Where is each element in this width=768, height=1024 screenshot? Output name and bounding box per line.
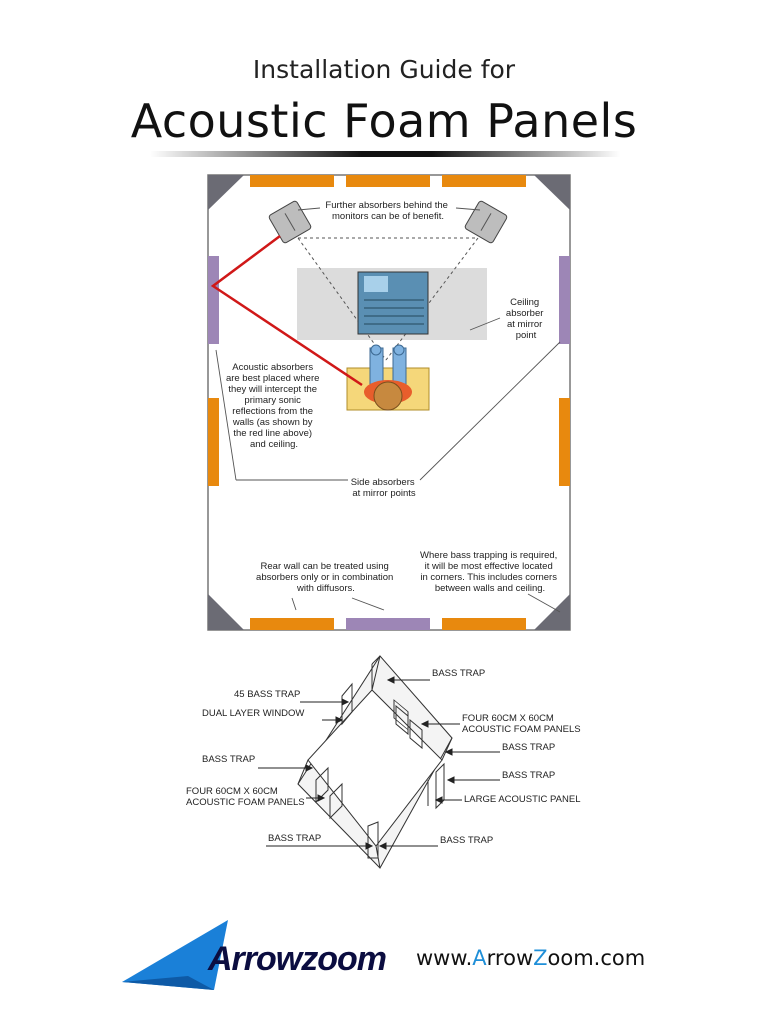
svg-text:BASS TRAP: BASS TRAP bbox=[268, 833, 321, 844]
corner-bass-trap-tr bbox=[534, 175, 570, 210]
note-bass-trapping: Where bass trapping is required, it will… bbox=[420, 550, 560, 594]
rear-panel-right bbox=[442, 618, 526, 630]
rear-diffusor-center bbox=[346, 618, 430, 630]
listening-triangle bbox=[297, 237, 479, 361]
isometric-room-diagram bbox=[297, 655, 453, 869]
svg-text:BASS TRAP: BASS TRAP bbox=[502, 742, 555, 753]
arrowzoom-logo-icon bbox=[122, 920, 228, 990]
front-panel-center bbox=[346, 175, 430, 187]
mixing-console-icon bbox=[357, 271, 429, 335]
svg-text:BASS TRAP: BASS TRAP bbox=[202, 754, 255, 765]
website-url[interactable]: www.ArrowZoom.com bbox=[416, 946, 646, 970]
corner-bass-trap-tl bbox=[208, 175, 244, 210]
svg-text:ACOUSTIC FOAM PANELS: ACOUSTIC FOAM PANELS bbox=[186, 797, 305, 808]
rear-panel-left bbox=[250, 618, 334, 630]
iso-arrows bbox=[258, 676, 500, 850]
svg-text:FOUR 60CM X 60CM: FOUR 60CM X 60CM bbox=[462, 713, 554, 724]
listener-icon bbox=[346, 344, 430, 411]
svg-text:BASS TRAP: BASS TRAP bbox=[502, 770, 555, 781]
note-side-absorbers: Side absorbers at mirror points bbox=[351, 477, 418, 499]
note-rear-wall: Rear wall can be treated using absorbers… bbox=[256, 561, 396, 594]
note-monitors: Further absorbers behind the monitors ca… bbox=[325, 200, 450, 222]
monitor-left-icon bbox=[268, 200, 312, 244]
page-title: Acoustic Foam Panels bbox=[130, 94, 638, 148]
side-panel-left-purple bbox=[208, 256, 219, 344]
svg-text:45 BASS TRAP: 45 BASS TRAP bbox=[234, 689, 300, 700]
iso-labels: BASS TRAP 45 BASS TRAP DUAL LAYER WINDOW… bbox=[186, 668, 581, 846]
front-panel-left bbox=[250, 175, 334, 187]
note-acoustic-absorbers: Acoustic absorbers are best placed where… bbox=[226, 362, 322, 450]
svg-text:FOUR 60CM X 60CM: FOUR 60CM X 60CM bbox=[186, 786, 278, 797]
note-ceiling: Ceiling absorber at mirror point bbox=[506, 297, 546, 341]
svg-text:DUAL LAYER WINDOW: DUAL LAYER WINDOW bbox=[202, 708, 304, 719]
svg-text:ACOUSTIC FOAM PANELS: ACOUSTIC FOAM PANELS bbox=[462, 724, 581, 735]
pointer-lines bbox=[215, 207, 561, 613]
side-panel-right-purple bbox=[559, 256, 570, 344]
title-underline bbox=[150, 151, 620, 157]
logo-wordmark: Arrowzoom bbox=[208, 940, 387, 978]
reflection-path bbox=[210, 234, 363, 387]
front-panel-right bbox=[442, 175, 526, 187]
svg-text:BASS TRAP: BASS TRAP bbox=[432, 668, 485, 679]
monitor-right-icon bbox=[464, 200, 508, 244]
side-panel-left-orange bbox=[208, 398, 219, 486]
side-panel-right-orange bbox=[559, 398, 570, 486]
corner-bass-trap-br bbox=[534, 594, 570, 630]
corner-bass-trap-bl bbox=[208, 594, 244, 630]
page-subtitle: Installation Guide for bbox=[252, 55, 516, 84]
svg-text:BASS TRAP: BASS TRAP bbox=[440, 835, 493, 846]
svg-text:LARGE ACOUSTIC PANEL: LARGE ACOUSTIC PANEL bbox=[464, 794, 581, 805]
